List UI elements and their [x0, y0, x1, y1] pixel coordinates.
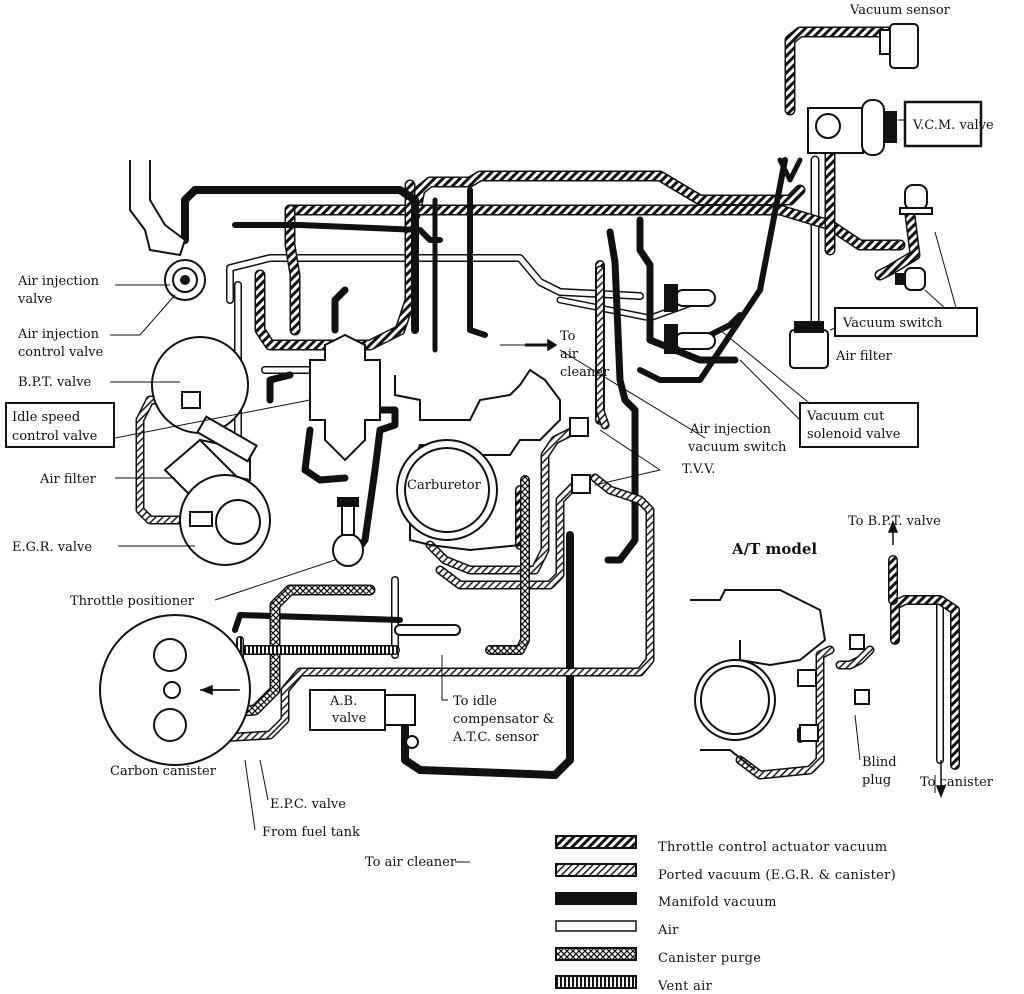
tvv-icon — [569, 417, 591, 494]
label-vcm-valve: V.C.M. valve — [912, 118, 994, 133]
label-carbon-canister: Carbon canister — [110, 764, 217, 779]
label-to-air-cleaner-top-1: To — [560, 329, 576, 344]
legend-item-manifold-vacuum: Manifold vacuum — [555, 892, 777, 910]
manifold-vacuum-hoses — [181, 157, 803, 779]
bpt-valve-icon — [151, 336, 249, 434]
legend-item-canister-purge: Canister purge — [555, 947, 761, 966]
label-ab-valve-2: valve — [331, 711, 367, 726]
label-to-bpt-valve: To B.P.T. valve — [848, 514, 941, 529]
label-idle-speed-1: Idle speed — [12, 410, 80, 425]
label-air-filter-right: Air filter — [835, 349, 893, 364]
vacuum-sensor-icon — [879, 23, 919, 69]
label-air-injection-vacuum-switch-1: Air injection — [689, 422, 772, 437]
label-air-filter-left: Air filter — [39, 472, 97, 487]
labels: Vacuum sensor V.C.M. valve Vacuum switch… — [5, 3, 994, 870]
components — [99, 23, 933, 771]
label-at-model: A/T model — [731, 540, 817, 558]
label-air-injection-valve-2: valve — [17, 292, 53, 307]
svg-text:Canister purge: Canister purge — [658, 951, 761, 966]
svg-text:Air: Air — [657, 923, 679, 938]
box-vcm-valve — [903, 100, 983, 148]
svg-text:Ported vacuum (E.G.R. & canist: Ported vacuum (E.G.R. & canister) — [658, 868, 896, 883]
label-to-air-cleaner-bottom: To air cleaner — [365, 855, 457, 870]
label-air-injection-vacuum-switch-2: vacuum switch — [687, 440, 787, 455]
legend-item-ported-vacuum: Ported vacuum (E.G.R. & canister) — [555, 863, 896, 883]
egr-valve-icon — [179, 474, 271, 566]
label-air-injection-valve-1: Air injection — [17, 274, 100, 289]
label-vacuum-sensor: Vacuum sensor — [849, 3, 951, 18]
vacuum-switch-icon — [895, 184, 933, 291]
carburetor-body — [394, 368, 561, 552]
vcm-valve-icon — [807, 99, 897, 156]
label-ab-valve-1: A.B. — [329, 694, 357, 709]
air-injection-valve-icon — [129, 160, 206, 301]
label-vacuum-cut-solenoid-2: solenoid valve — [807, 427, 901, 442]
label-to-air-cleaner-top-3: cleaner — [560, 365, 610, 380]
label-carburetor: Carburetor — [407, 478, 482, 493]
svg-text:Manifold vacuum: Manifold vacuum — [658, 895, 777, 910]
label-throttle-positioner: Throttle positioner — [70, 594, 195, 609]
legend-item-air: Air — [555, 920, 679, 938]
label-epc-valve: E.P.C. valve — [270, 797, 346, 812]
legend: Throttle control actuator vacuum Ported … — [555, 835, 896, 994]
throttle-positioner-icon — [332, 497, 364, 567]
flow-arrows — [199, 338, 947, 799]
label-to-air-cleaner-top-2: air — [560, 347, 579, 362]
label-tvv: T.V.V. — [682, 462, 715, 477]
label-blind-plug-1: Blind — [862, 755, 897, 770]
air-filter-right-icon — [789, 321, 829, 369]
box-vacuum-cut-solenoid — [799, 402, 919, 448]
legend-item-vent-air: Vent air — [555, 975, 713, 994]
label-to-idle-comp-3: A.T.C. sensor — [452, 730, 539, 745]
at-model-carburetor — [690, 589, 870, 771]
svg-text:Vent air: Vent air — [657, 979, 713, 994]
label-to-idle-comp-1: To idle — [453, 694, 497, 709]
legend-item-throttle-control: Throttle control actuator vacuum — [555, 835, 887, 855]
ab-valve-icon — [309, 689, 419, 749]
label-air-injection-control-2: control valve — [18, 345, 104, 360]
svg-text:Throttle control actuator vacu: Throttle control actuator vacuum — [658, 840, 887, 855]
vacuum-cut-solenoid-icon — [664, 284, 716, 354]
label-bpt-valve: B.P.T. valve — [18, 375, 92, 390]
label-to-idle-comp-2: compensator & — [453, 712, 554, 727]
label-to-canister: To canister — [920, 775, 994, 790]
box-vacuum-switch — [834, 307, 978, 337]
vacuum-manifold-block — [309, 333, 381, 462]
label-blind-plug-2: plug — [862, 773, 891, 788]
box-idle-speed — [5, 402, 115, 448]
label-idle-speed-2: control valve — [12, 429, 98, 444]
label-from-fuel-tank: From fuel tank — [262, 825, 360, 840]
carbon-canister-icon — [99, 614, 251, 766]
label-air-injection-control-1: Air injection — [17, 327, 100, 342]
air-hoses — [201, 155, 944, 764]
label-vacuum-switch: Vacuum switch — [842, 316, 943, 331]
label-egr-valve: E.G.R. valve — [12, 540, 92, 555]
label-vacuum-cut-solenoid-1: Vacuum cut — [806, 409, 885, 424]
